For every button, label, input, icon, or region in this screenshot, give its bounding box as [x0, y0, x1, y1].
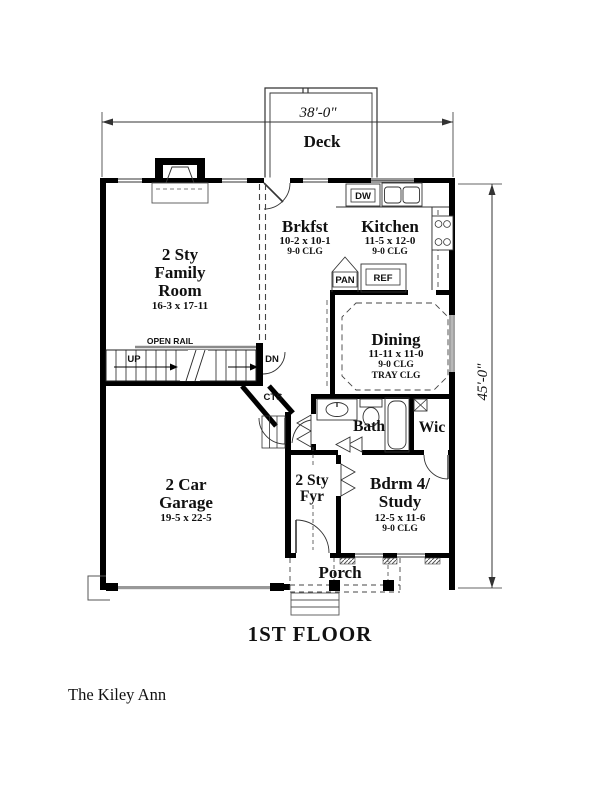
garage-steps [261, 415, 286, 449]
room-size-dining: 11-11 x 11-0 [368, 348, 424, 360]
up-label: UP [127, 354, 141, 365]
wic-door-swing [423, 454, 449, 480]
cts-label: CTS [264, 392, 283, 403]
range [431, 215, 454, 251]
wic-shelf-box [413, 398, 428, 412]
stairs [105, 345, 286, 382]
room-label-foyer-2: Fyr [300, 488, 324, 505]
open-rail-label: OPEN RAIL [147, 336, 193, 346]
kitchen-sink [381, 182, 423, 207]
refrigerator [360, 263, 407, 293]
garage-side-stoop [87, 575, 110, 601]
bdrm4-door-symbol [340, 463, 356, 497]
room-label-family-3: Room [158, 281, 201, 300]
fireplace [151, 158, 209, 204]
room-size-kitchen: 11-5 x 12-0 [365, 235, 416, 247]
pantry [331, 256, 359, 292]
bath-fixtures [316, 397, 428, 453]
room-label-dining: Dining [371, 330, 421, 349]
doors [258, 182, 449, 554]
room-label-garage-2: Garage [159, 493, 213, 512]
ref-label: REF [374, 273, 393, 284]
dn-label: DN [265, 354, 279, 365]
room-label-bdrm4-2: Study [379, 492, 422, 511]
room-ceiling-kitchen: 9-0 CLG [372, 247, 408, 257]
bdrm4-windows [339, 552, 441, 565]
room-size-garage: 19-5 x 22-5 [160, 512, 212, 524]
room-size-family: 16-3 x 17-11 [152, 300, 208, 312]
dimension-lines [101, 112, 502, 589]
dashed-lines [258, 184, 328, 550]
room-size-brkfst: 10-2 x 10-1 [279, 235, 330, 247]
garage-entry-door [258, 415, 286, 449]
room-label-wic: Wic [419, 419, 446, 436]
front-door-swing [295, 519, 330, 554]
pan-label: PAN [335, 275, 354, 286]
hall-door-swing [291, 419, 312, 444]
room-label-brkfst: Brkfst [282, 217, 329, 236]
room-label-bath: Bath [353, 418, 385, 435]
basement-door-swing [262, 351, 286, 375]
room-label-foyer-1: 2 Sty [295, 472, 328, 489]
front-door-opening [296, 552, 330, 559]
floor-title: 1ST FLOOR [248, 622, 373, 646]
porch-post [329, 580, 340, 591]
room-label-garage-1: 2 Car [165, 475, 207, 494]
room-label-family-2: Family [155, 263, 206, 282]
room-label-deck: Deck [304, 132, 341, 151]
dining-window [448, 315, 456, 372]
deck-outline [264, 87, 378, 182]
bath-door-symbol [296, 414, 312, 448]
room-label-kitchen: Kitchen [361, 217, 419, 236]
room-ceiling-bdrm4: 9-0 CLG [382, 524, 418, 534]
tray-ceiling-outline [341, 302, 449, 391]
top-wall-windows [118, 177, 414, 184]
plan-name-caption: The Kiley Ann [68, 685, 166, 704]
porch-steps [290, 592, 340, 616]
kitchen-fixtures [331, 182, 454, 293]
dishwasher [345, 183, 381, 207]
room-ceiling-brkfst: 9-0 CLG [287, 247, 323, 257]
toilet [359, 398, 383, 427]
room-size-bdrm4: 12-5 x 11-6 [375, 512, 426, 524]
garage-door [106, 583, 284, 591]
vanity-sink [316, 398, 358, 421]
room-ceiling-dining: 9-0 CLG [378, 360, 414, 370]
room-label-porch: Porch [318, 563, 362, 582]
dw-label: DW [355, 191, 371, 202]
room-label-bdrm4-1: Bdrm 4/ [370, 474, 430, 493]
bath-bdrm-door-symbol [335, 436, 363, 453]
room-label-family-1: 2 Sty [162, 245, 199, 264]
dn-arrow [228, 363, 258, 371]
porch-structure [289, 558, 401, 616]
height-dimension-label: 45'-0" [475, 363, 491, 401]
porch-post [383, 580, 394, 591]
deck-door-swing [263, 182, 291, 210]
room-ceiling2-dining: TRAY CLG [372, 371, 421, 381]
width-dimension-label: 38'-0" [298, 105, 337, 121]
labels: 38'-0" 45'-0" Deck 2 Sty Family Room 16-… [68, 105, 491, 704]
bathtub [384, 397, 410, 453]
up-arrow [114, 363, 178, 371]
